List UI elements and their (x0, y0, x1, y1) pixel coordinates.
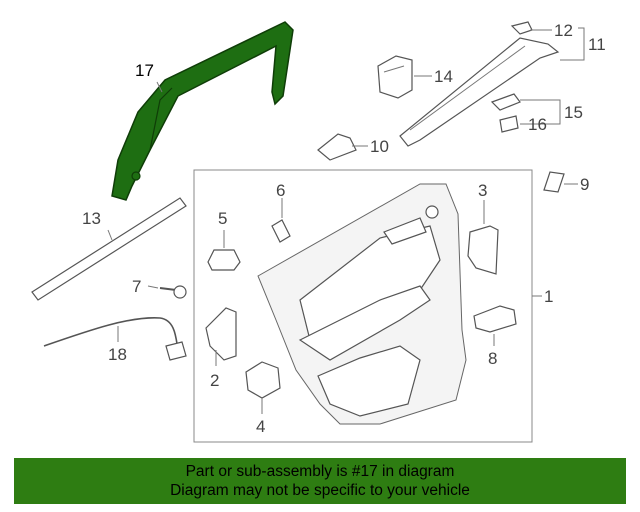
callout-8: 8 (488, 349, 497, 368)
callout-5: 5 (218, 209, 227, 228)
part-14 (377, 55, 413, 99)
part-9 (543, 171, 565, 193)
callout-7: 7 (132, 277, 141, 296)
part-13 (31, 197, 187, 301)
callout-17: 17 (135, 61, 154, 80)
part-6 (271, 219, 291, 243)
part-17-highlighted[interactable] (111, 21, 294, 201)
callout-16: 16 (528, 115, 547, 134)
part-3 (467, 225, 499, 275)
part-10 (317, 133, 357, 161)
part-5 (207, 249, 241, 271)
callout-12: 12 (554, 21, 573, 40)
part-7-screw (159, 285, 187, 299)
part-16 (499, 115, 519, 133)
callout-9: 9 (580, 175, 589, 194)
parts-diagram: 17 12 11 14 15 16 10 9 1 (31, 21, 606, 443)
banner-line-1: Part or sub-assembly is #17 in diagram (185, 463, 455, 480)
callout-13: 13 (82, 209, 101, 228)
callout-1: 1 (544, 287, 553, 306)
part-15 (490, 93, 521, 111)
callout-2: 2 (210, 371, 219, 390)
info-banner: Part or sub-assembly is #17 in diagram D… (14, 458, 626, 504)
part-18-cable (43, 317, 187, 361)
callout-18: 18 (108, 345, 127, 364)
door-trim-panel (257, 183, 467, 425)
callout-15: 15 (564, 103, 583, 122)
part-11-trim-strip (399, 21, 560, 147)
part-2 (205, 307, 237, 361)
callout-11: 11 (588, 35, 606, 54)
callout-3: 3 (478, 181, 487, 200)
assembly-1-box (193, 169, 533, 443)
callout-14: 14 (434, 67, 453, 86)
callout-4: 4 (256, 417, 265, 436)
callout-6: 6 (276, 181, 285, 200)
part-4 (245, 361, 281, 399)
banner-line-2: Diagram may not be specific to your vehi… (170, 482, 470, 499)
callout-10: 10 (370, 137, 389, 156)
part-8 (473, 305, 517, 333)
